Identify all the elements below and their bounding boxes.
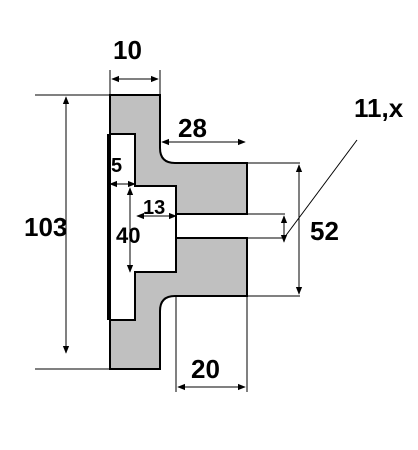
- dim-label-40: 40: [116, 223, 140, 248]
- dim-label-13: 13: [143, 197, 165, 219]
- extension-lines: [35, 70, 300, 392]
- dim-label-52: 52: [310, 216, 339, 246]
- dimension-lines: [62, 75, 303, 391]
- dim-label-5: 5: [111, 155, 122, 177]
- dim-label-103: 103: [24, 212, 67, 242]
- dim-label-callout: 11,x: [354, 93, 404, 123]
- callout-leader-line: [283, 139, 358, 239]
- dim-label-20: 20: [191, 354, 220, 384]
- part-section: [109, 94, 248, 370]
- dim-label-10: 10: [113, 35, 142, 65]
- dim-label-28: 28: [178, 113, 207, 143]
